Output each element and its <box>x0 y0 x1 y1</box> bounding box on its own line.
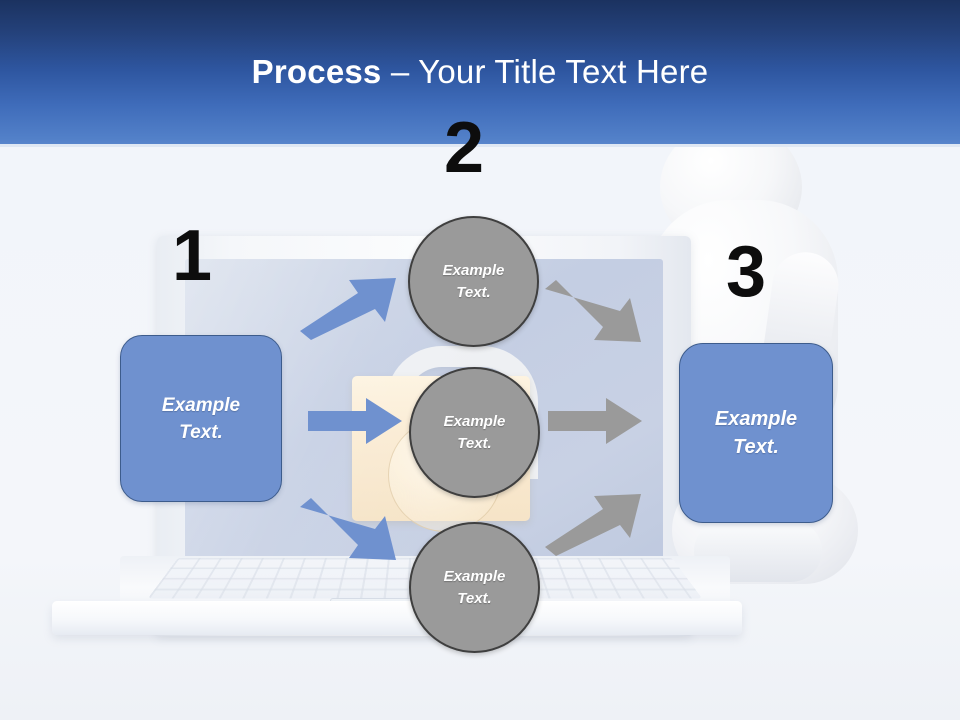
stage1-box[interactable]: Example Text. <box>120 335 282 502</box>
step-number-1: 1 <box>172 216 213 296</box>
gray-up-right-arrow-icon <box>545 494 641 556</box>
title-light: – Your Title Text Here <box>381 53 709 90</box>
title-strong: Process <box>251 53 382 90</box>
stage2-circle-middle-text: Example Text. <box>444 411 506 455</box>
stage1-box-line2: Text. <box>179 421 223 443</box>
blue-up-right-arrow-icon <box>300 278 396 340</box>
stage1-box-text: Example Text. <box>162 392 240 446</box>
stage2-circle-top-text: Example Text. <box>443 260 505 304</box>
stage2-middle-line2: Text. <box>457 434 492 452</box>
stage2-top-line2: Text. <box>456 283 491 301</box>
blue-down-right-arrow-icon <box>300 498 396 560</box>
step-number-3: 3 <box>726 232 767 312</box>
stage2-circle-bottom[interactable]: Example Text. <box>409 522 540 653</box>
gray-right-arrow-icon <box>548 398 642 444</box>
stage3-box-line1: Example <box>714 408 798 430</box>
stage1-box-line1: Example <box>161 394 241 416</box>
stage2-bottom-line2: Text. <box>457 589 492 607</box>
step-number-2: 2 <box>444 108 485 188</box>
stage2-circle-bottom-text: Example Text. <box>444 566 506 610</box>
page-title: Process – Your Title Text Here <box>0 52 960 92</box>
stage3-box[interactable]: Example Text. <box>679 343 833 523</box>
stage2-circle-top[interactable]: Example Text. <box>408 216 539 347</box>
header-banner <box>0 0 960 146</box>
header-divider <box>0 144 960 147</box>
laptop-base-edge <box>52 601 742 635</box>
stage2-middle-line1: Example <box>443 412 506 430</box>
stage2-circle-middle[interactable]: Example Text. <box>409 367 540 498</box>
stage3-box-line2: Text. <box>733 436 779 458</box>
stage2-top-line1: Example <box>442 261 505 279</box>
stage2-bottom-line1: Example <box>443 567 506 585</box>
gray-down-right-arrow-icon <box>545 280 641 342</box>
blue-right-arrow-icon <box>308 398 402 444</box>
stage3-box-text: Example Text. <box>715 405 797 461</box>
